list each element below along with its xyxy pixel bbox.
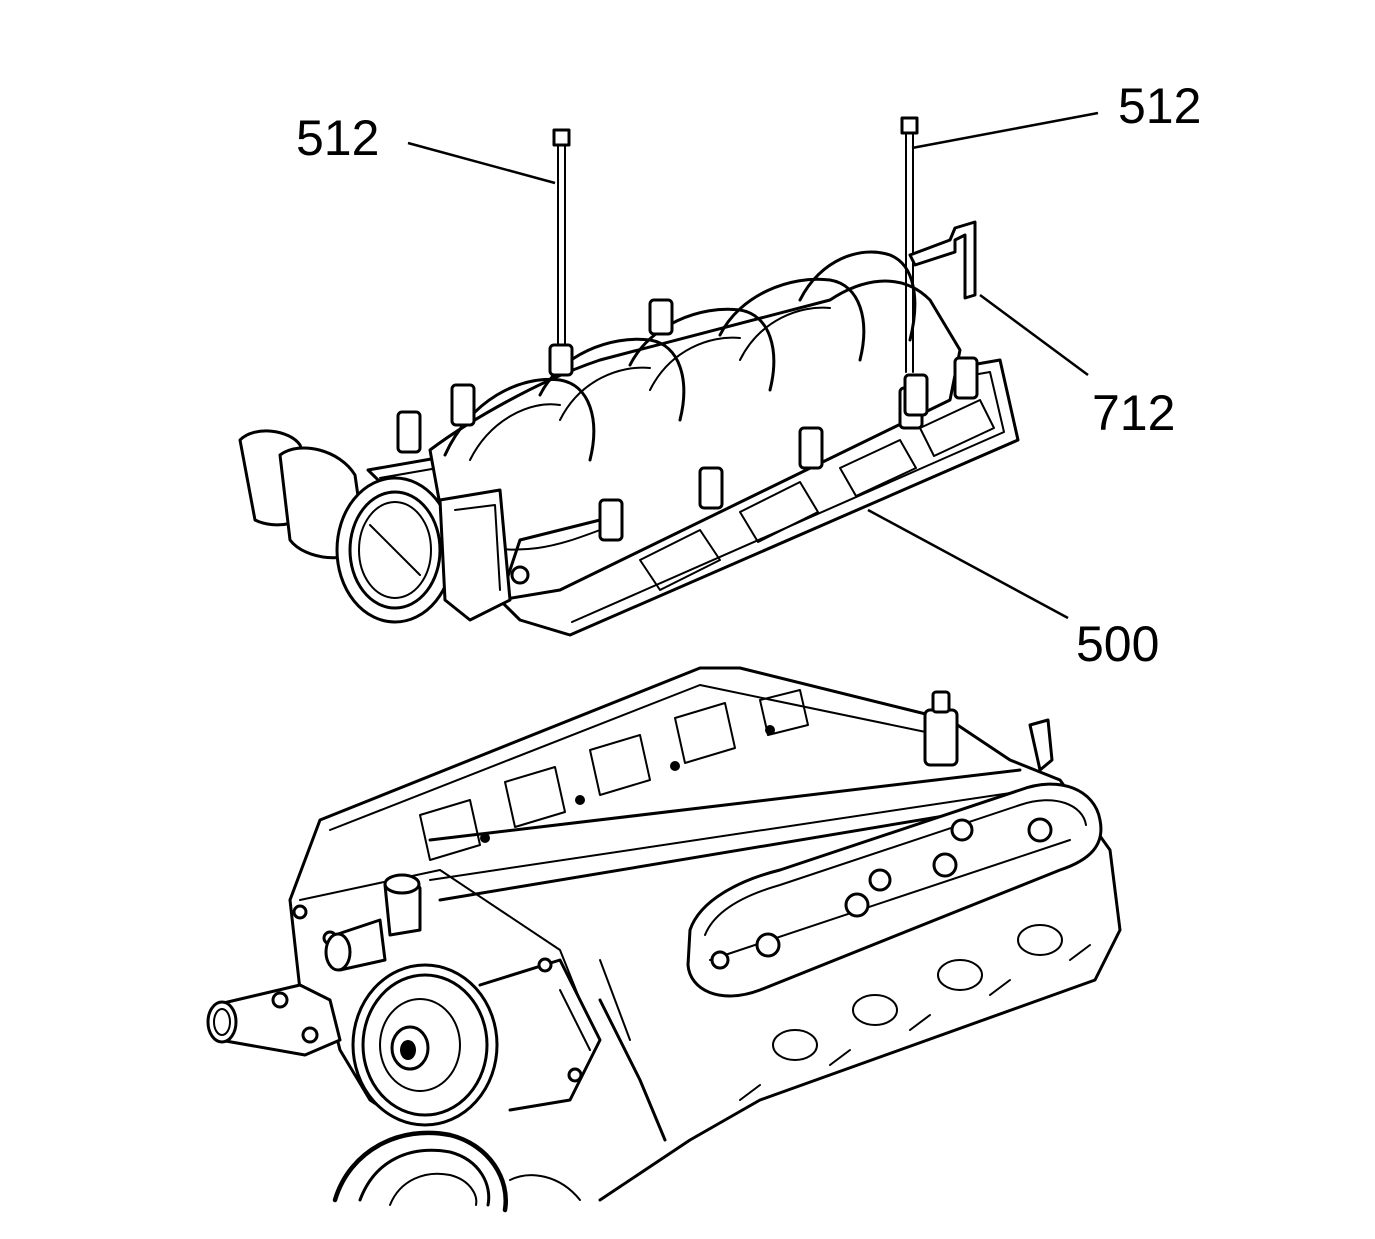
bolt-right [900,116,919,373]
callout-label-manifold: 500 [1076,616,1159,672]
callout-label-bolt-right: 512 [1118,78,1201,134]
callout-label-bracket: 712 [1092,385,1175,441]
callout-label-bolt-left: 512 [296,110,379,166]
callout-leaders [407,111,1099,620]
bolt-left [552,128,571,346]
leader-manifold [867,508,1069,620]
engine-block [206,666,1122,1213]
leader-bracket [979,293,1089,377]
leader-bolt-left [407,141,556,185]
intake-manifold [238,250,1020,637]
water-pump-pulley [351,963,499,1127]
crank-pulley [332,1130,581,1213]
callout-labels: 512 512 712 500 [296,78,1201,672]
leader-bolt-right [911,111,1099,150]
throttle-body [238,429,530,624]
bracket [908,220,977,300]
injector-bosses [396,298,979,542]
